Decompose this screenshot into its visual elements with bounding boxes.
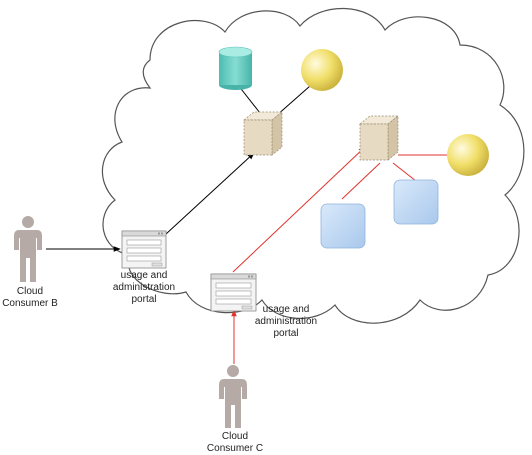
virtual-server-icon (393, 179, 439, 225)
link-server2-to-vm1 (341, 162, 381, 200)
database-icon (218, 46, 253, 90)
portal-2-label-line3: portal (273, 328, 299, 339)
portal-2-label-line1: usage and (262, 304, 310, 315)
portal-1-label-line2: administration (112, 282, 176, 293)
cloud-consumer-b-label: Cloud Consumer B (0, 286, 60, 310)
physical-server-icon (359, 115, 399, 161)
service-sphere-icon (447, 134, 489, 176)
link-portal2-to-server2 (232, 146, 366, 273)
physical-server-icon (243, 111, 283, 156)
portal-1-label-line1: usage and (120, 270, 168, 281)
link-portal1-to-server1 (165, 152, 255, 235)
cloud-consumer-b-person-icon (14, 216, 42, 282)
virtual-server-icon (320, 203, 366, 249)
portal-1-label: usage and administration portal (104, 270, 184, 306)
cloud-consumer-c-label: Cloud Consumer C (203, 431, 267, 455)
link-sphere1-to-server1 (275, 85, 311, 117)
portal-1-label-line3: portal (131, 294, 157, 305)
cloud-consumer-c-person-icon (219, 365, 247, 428)
portal-2-label: usage and administration portal (246, 304, 326, 340)
portal-window-icon (121, 230, 167, 269)
service-sphere-icon (301, 49, 343, 91)
consumer-c-label-line2: Consumer C (206, 443, 264, 454)
consumer-c-label-line1: Cloud (221, 431, 249, 442)
portal-2-label-line2: administration (254, 316, 318, 327)
consumer-b-label-line2: Consumer B (2, 298, 58, 309)
cloud-boundary (101, 7, 525, 324)
consumer-b-label-line1: Cloud (16, 286, 44, 297)
portal-window-icon (210, 273, 257, 312)
link-db-to-server1 (237, 84, 261, 114)
link-server2-to-vm2 (392, 162, 417, 182)
